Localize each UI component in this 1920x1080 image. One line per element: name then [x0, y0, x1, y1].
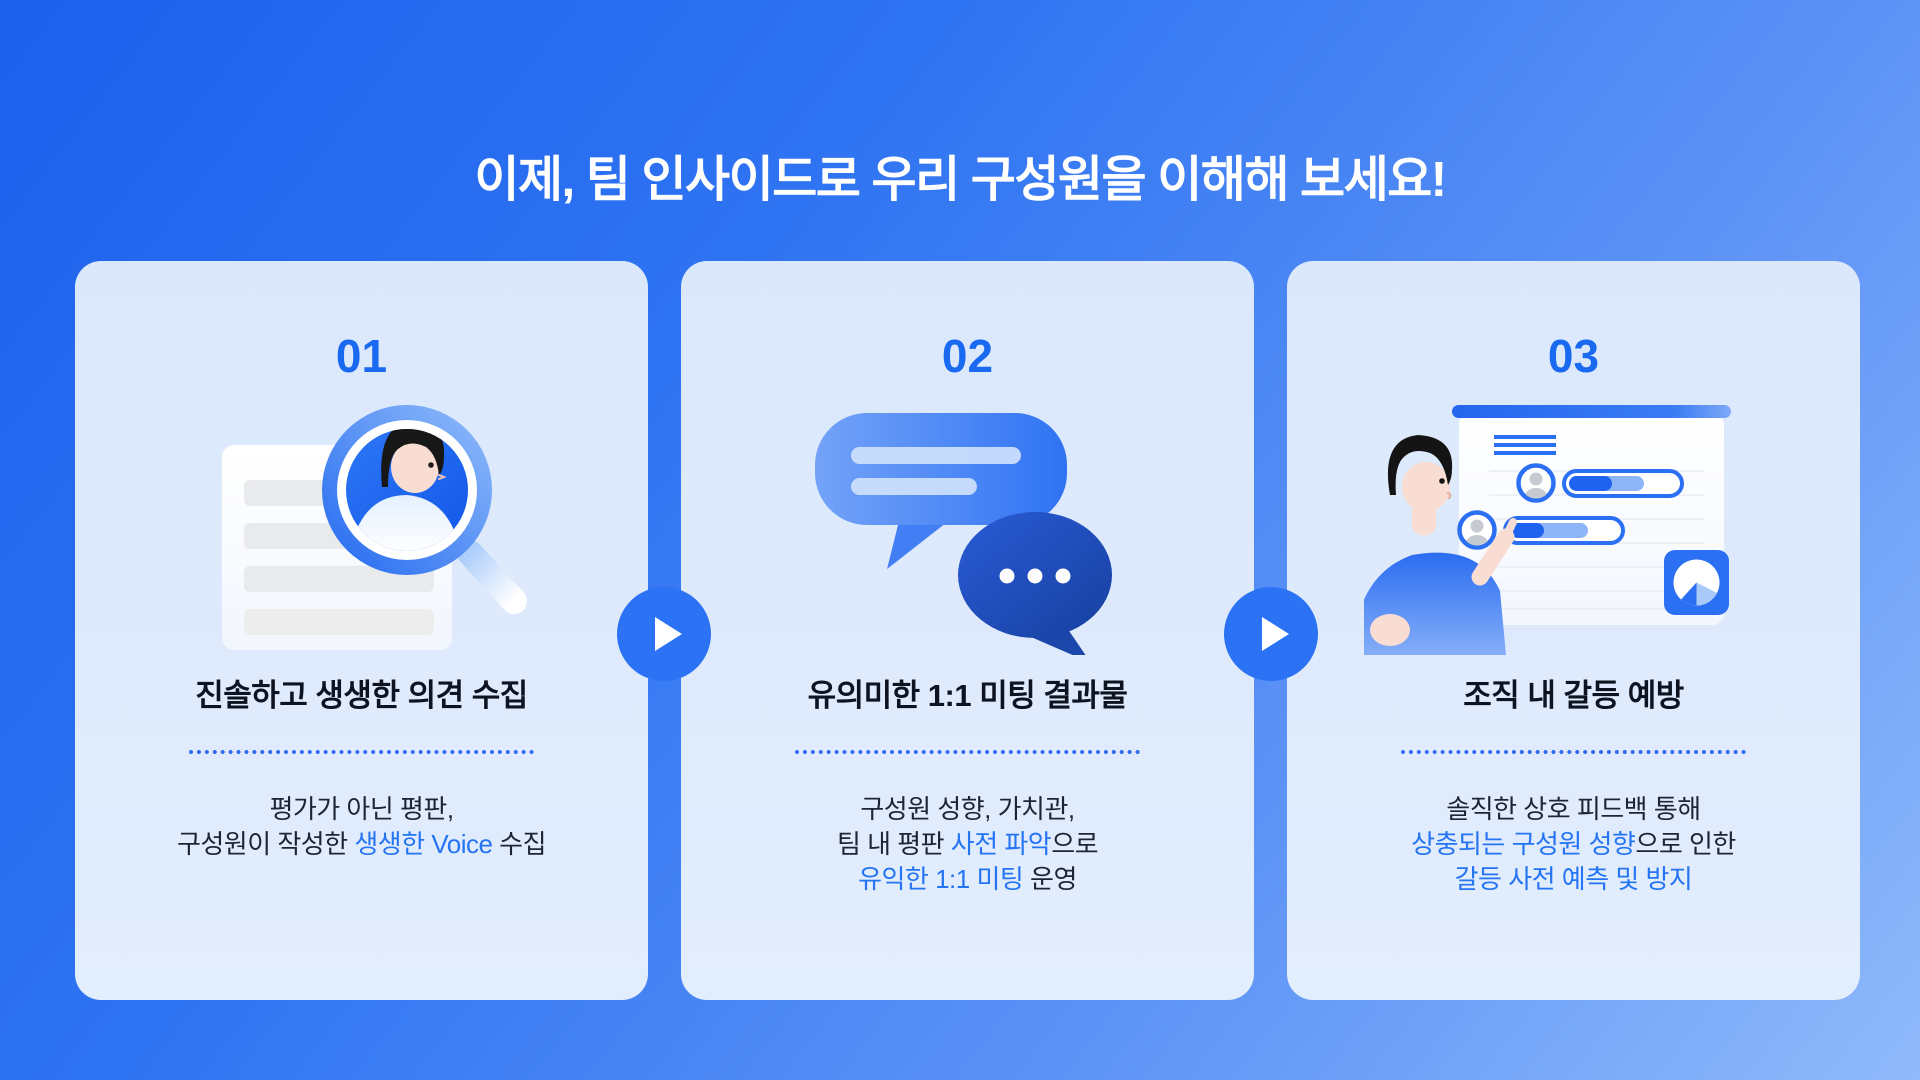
body-text: 운영 [1023, 864, 1077, 894]
step-card-03: 03 [1287, 261, 1860, 1000]
body-text: 구성원이 작성한 [176, 829, 355, 859]
card-heading: 진솔하고 생생한 의견 수집 [195, 678, 528, 713]
card-number: 03 [1547, 330, 1600, 382]
card-illustration [1287, 395, 1860, 657]
card-body-line: 유익한 1:1 미팅 운영 [837, 862, 1098, 897]
card-body-line: 평가가 아닌 평판, [177, 792, 546, 827]
card-heading: 유의미한 1:1 미팅 결과물 [807, 678, 1128, 713]
body-text: 으로 인한 [1635, 829, 1736, 859]
chat-bubbles-illustration [814, 413, 1112, 655]
card-body-line: 상충되는 구성원 성향으로 인한 [1411, 827, 1736, 862]
play-arrow-icon [1262, 617, 1289, 651]
card-heading: 조직 내 갈등 예방 [1463, 678, 1684, 713]
card-illustration [75, 395, 648, 657]
step-arrow-2 [1224, 587, 1318, 681]
dotted-divider [795, 750, 1140, 754]
card-body: 평가가 아닌 평판,구성원이 작성한 생생한 Voice 수집 [176, 792, 547, 862]
card-body-line: 갈등 사전 예측 및 방지 [1411, 862, 1736, 897]
cards-row: 01 [75, 261, 1860, 1000]
body-text: 솔직한 상호 피드백 통해 [1446, 794, 1701, 824]
dotted-divider [189, 750, 534, 754]
card-number: 01 [335, 330, 388, 382]
body-text: 으로 [1051, 829, 1099, 859]
body-text: 수집 [492, 829, 547, 859]
highlighted-text: 생생한 Voice [354, 829, 493, 859]
card-body-line: 구성원이 작성한 생생한 Voice 수집 [176, 827, 547, 862]
document-magnifier-illustration [221, 405, 527, 650]
card-illustration [681, 395, 1254, 657]
card-body-line: 솔직한 상호 피드백 통해 [1411, 792, 1736, 827]
body-text: 팀 내 평판 [836, 829, 951, 859]
highlighted-text: 유익한 1:1 미팅 [858, 864, 1024, 894]
highlighted-text: 갈등 사전 예측 및 방지 [1454, 864, 1693, 894]
step-arrow-1 [617, 587, 711, 681]
card-body-line: 구성원 성향, 가치관, [837, 792, 1098, 827]
step-card-01: 01 [75, 261, 648, 1000]
card-body-line: 팀 내 평판 사전 파악으로 [836, 827, 1099, 862]
page-title: 이제, 팀 인사이드로 우리 구성원을 이해해 보세요! [474, 153, 1447, 207]
highlighted-text: 사전 파악 [950, 829, 1052, 859]
dashboard-person-illustration [1363, 405, 1731, 655]
play-arrow-icon [655, 617, 682, 651]
body-text: 구성원 성향, 가치관, [860, 794, 1075, 824]
dotted-divider [1401, 750, 1746, 754]
highlighted-text: 상충되는 구성원 성향 [1411, 829, 1636, 859]
card-number: 02 [941, 330, 994, 382]
body-text: 평가가 아닌 평판, [269, 794, 454, 824]
step-card-02: 02 유의미한 1:1 미팅 결과물 구성원 성향, 가치관,팀 내 평판 사전… [681, 261, 1254, 1000]
